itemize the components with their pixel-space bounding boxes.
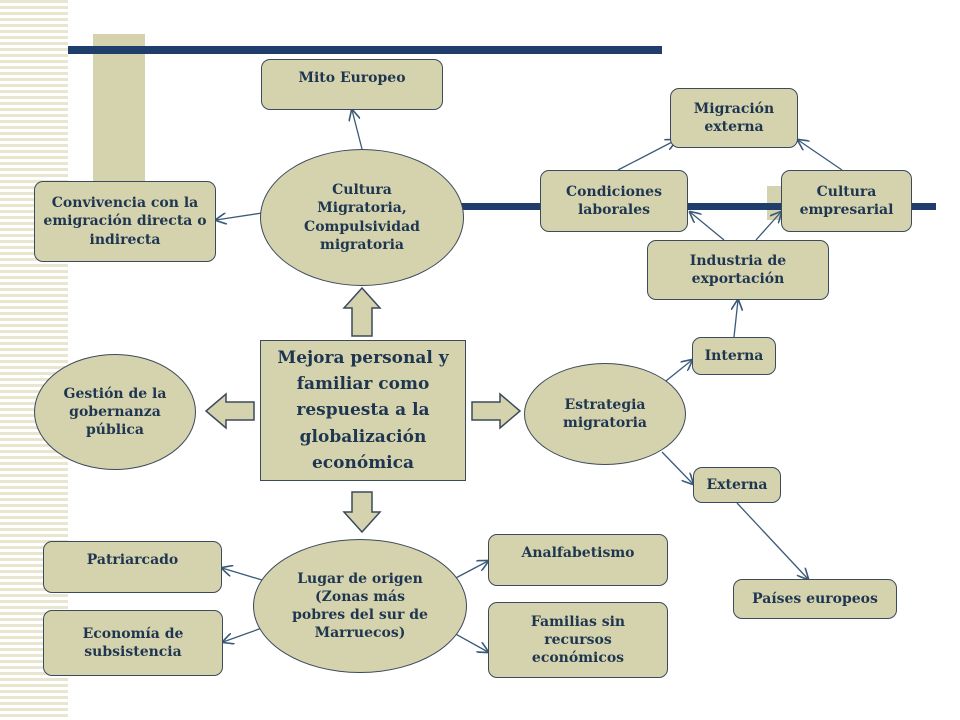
link-interna-industria bbox=[734, 300, 738, 338]
externa-node: Externa bbox=[693, 467, 781, 503]
link-lugar-patriarcado bbox=[222, 568, 263, 581]
link-industria-cultura-emp bbox=[755, 212, 781, 241]
header-bar bbox=[68, 46, 662, 54]
link-industria-condiciones bbox=[690, 212, 725, 241]
middle-bar bbox=[440, 203, 936, 210]
block-arrow-down bbox=[342, 491, 382, 534]
link-condiciones-migracion bbox=[617, 140, 676, 171]
link-lugar-familias bbox=[451, 631, 488, 652]
paises-europeos-node: Países europeos bbox=[733, 579, 897, 619]
link-lugar-economia bbox=[223, 627, 263, 642]
link-estrategia-externa bbox=[661, 451, 693, 484]
link-lugar-analfabetismo bbox=[451, 561, 488, 581]
link-cultura-emp-migracion bbox=[798, 140, 843, 171]
link-cultura-convivencia bbox=[216, 212, 263, 220]
industria-node: Industria de exportación bbox=[647, 240, 829, 300]
familias-node: Familias sin recursos económicos bbox=[488, 602, 668, 678]
economia-node: Economía de subsistencia bbox=[43, 610, 223, 676]
cultura-empresarial-node: Cultura empresarial bbox=[781, 170, 912, 232]
condiciones-node: Condiciones laborales bbox=[540, 170, 688, 232]
cultura-migratoria-node: Cultura Migratoria, Compulsividad migrat… bbox=[260, 149, 464, 286]
estrategia-node: Estrategia migratoria bbox=[524, 363, 686, 465]
block-arrow-right bbox=[471, 392, 522, 430]
convivencia-node: Convivencia con la emigración directa o … bbox=[34, 181, 216, 262]
block-arrow-up bbox=[342, 286, 382, 337]
striped-margin bbox=[0, 0, 68, 720]
link-cultura-mito bbox=[352, 110, 363, 150]
lugar-origen-node: Lugar de origen (Zonas más pobres del su… bbox=[253, 539, 467, 673]
migracion-externa-node: Migración externa bbox=[670, 88, 798, 148]
analfabetismo-node: Analfabetismo bbox=[488, 534, 668, 586]
block-arrow-left bbox=[204, 392, 255, 430]
mito-europeo-node: Mito Europeo bbox=[261, 59, 443, 110]
link-externa-paises bbox=[736, 502, 808, 579]
central-node: Mejora personal y familiar como respuest… bbox=[260, 340, 466, 481]
gestion-node: Gestión de la gobernanza pública bbox=[34, 354, 196, 470]
interna-node: Interna bbox=[692, 337, 776, 375]
patriarcado-node: Patriarcado bbox=[43, 541, 222, 593]
